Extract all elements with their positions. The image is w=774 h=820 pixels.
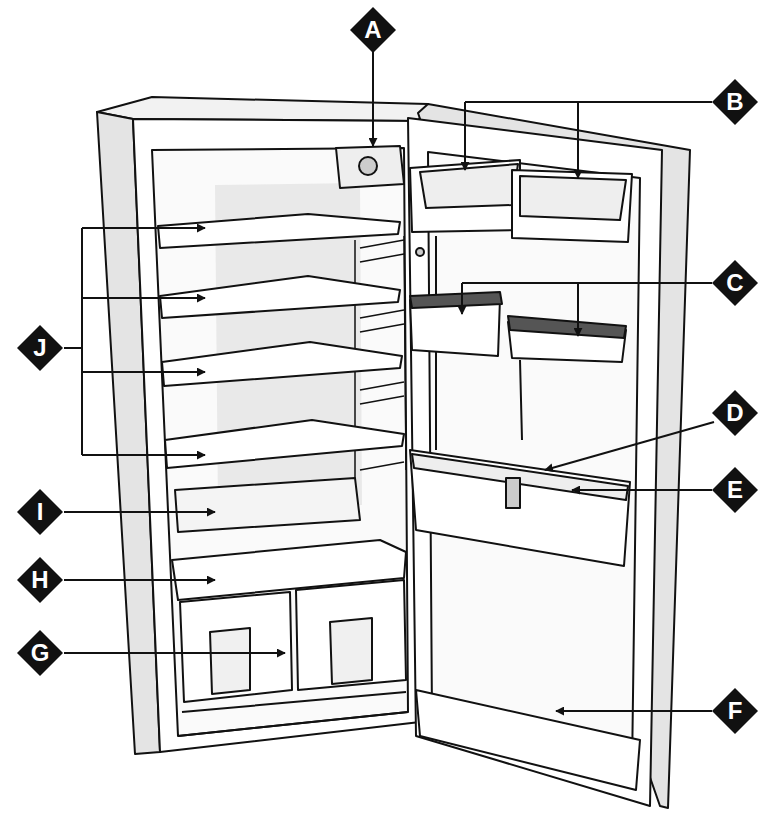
leader-line [372, 52, 374, 146]
diamond-outline [712, 390, 758, 436]
diamond-outline [17, 557, 63, 603]
callout-diamond: E [712, 467, 758, 513]
glass-shelf [165, 420, 404, 468]
callout-letter: G [17, 630, 63, 676]
diamond-outline [712, 260, 758, 306]
diamond-outline [712, 467, 758, 513]
drawer-handle [210, 628, 250, 694]
rack-bar [508, 316, 626, 338]
leader-line [572, 489, 712, 491]
leader-line [82, 227, 205, 229]
cabinet-front [133, 119, 420, 752]
door-screw [416, 248, 424, 256]
callout-diamond: B [712, 79, 758, 125]
cabinet-floor [178, 692, 408, 736]
leader-line [82, 371, 205, 373]
leader-line [461, 283, 463, 314]
callout-letter: I [17, 489, 63, 535]
diamond-outline [17, 325, 63, 371]
retainer-clip [506, 478, 520, 508]
diamond-outline [17, 489, 63, 535]
callout-diamond: F [712, 688, 758, 734]
leader-line [577, 283, 579, 336]
cabinet-interior [152, 148, 408, 736]
callout-diamond: J [17, 325, 63, 371]
diamond-outline [712, 79, 758, 125]
callout-diamond: I [17, 489, 63, 535]
callout-diamond: C [712, 260, 758, 306]
thermostat-housing [336, 146, 404, 188]
glass-shelf [162, 342, 402, 386]
callout-diamond: H [17, 557, 63, 603]
leader-line [465, 101, 712, 103]
callout-letter: D [712, 390, 758, 436]
callout-letter: F [712, 688, 758, 734]
crisper-drawer [180, 592, 292, 702]
leader-line [64, 511, 215, 513]
leader-line [64, 652, 285, 654]
glass-shelf [158, 214, 400, 248]
leader-line [545, 422, 714, 470]
diamond-outline [712, 688, 758, 734]
callout-diamond: G [17, 630, 63, 676]
drawer-handle [330, 618, 372, 684]
light-panel [175, 478, 360, 532]
butter-lid [420, 164, 518, 208]
butter-lid [520, 176, 626, 220]
diamond-outline [350, 7, 396, 53]
callout-letter: A [350, 7, 396, 53]
callout-letter: B [712, 79, 758, 125]
bottle-shelf [410, 450, 630, 566]
cabinet-top [97, 97, 428, 121]
leader-line [556, 710, 712, 712]
door-bin [416, 690, 640, 790]
callout-diamond: A [350, 7, 396, 53]
leader-line [82, 454, 205, 456]
leader-line [64, 579, 215, 581]
leader-line [82, 297, 205, 299]
thermostat-knob [359, 157, 377, 175]
leader-bracket [64, 228, 82, 455]
callout-letter: H [17, 557, 63, 603]
leader-line [464, 102, 466, 170]
callout-letter: J [17, 325, 63, 371]
callout-diamond: D [712, 390, 758, 436]
leader-line [462, 282, 712, 284]
callout-letter: E [712, 467, 758, 513]
butter-compartment [410, 160, 520, 232]
butter-compartment [512, 170, 632, 242]
crisper-drawer [296, 580, 406, 690]
door [408, 118, 662, 806]
rack-bar [410, 292, 502, 308]
callout-letter: C [712, 260, 758, 306]
leader-line [577, 102, 579, 178]
diamond-outline [17, 630, 63, 676]
